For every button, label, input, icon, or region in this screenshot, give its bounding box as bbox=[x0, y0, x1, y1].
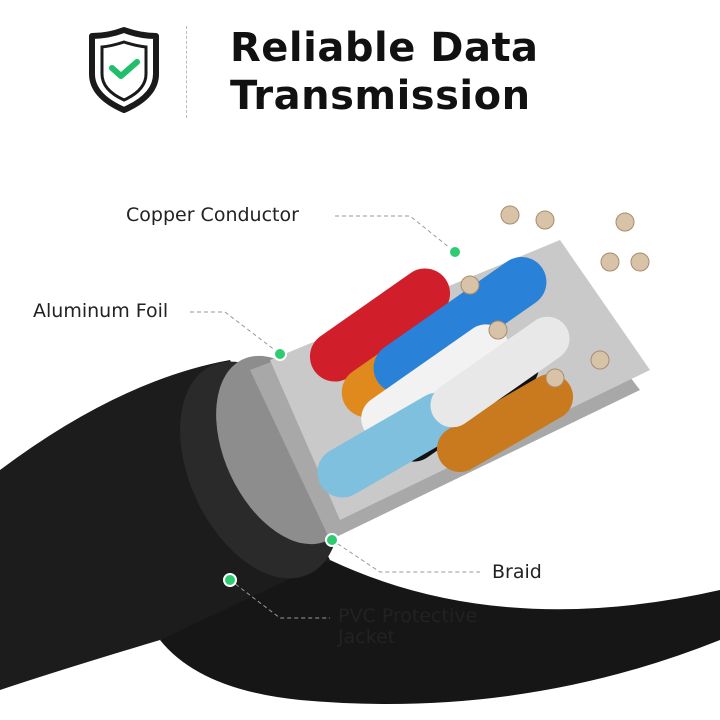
label-copper-conductor: Copper Conductor bbox=[126, 204, 299, 226]
label-pvc-jacket-line-2: Jacket bbox=[338, 626, 396, 648]
label-aluminum-foil: Aluminum Foil bbox=[33, 300, 169, 322]
header-divider bbox=[186, 26, 187, 118]
label-pvc-jacket: PVC Protective Jacket bbox=[338, 606, 477, 648]
shield-check-icon bbox=[89, 27, 159, 113]
label-braid: Braid bbox=[492, 561, 542, 583]
page-title: Reliable Data Transmission bbox=[230, 24, 539, 120]
label-pvc-jacket-line-1: PVC Protective bbox=[338, 605, 478, 627]
title-line-2: Transmission bbox=[230, 73, 531, 119]
wire-bundle bbox=[309, 205, 650, 498]
title-line-1: Reliable Data bbox=[230, 25, 539, 71]
